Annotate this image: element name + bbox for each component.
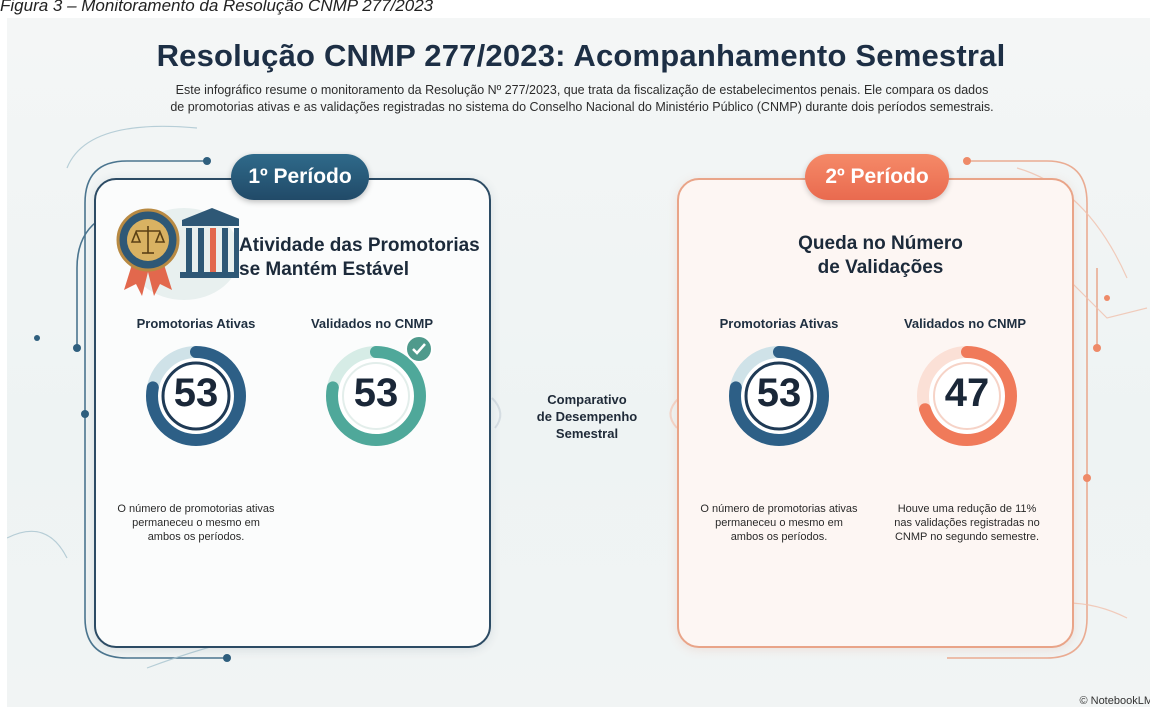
heading-line: se Mantém Estável — [239, 259, 410, 280]
watermark-text: NotebookLM — [1090, 695, 1150, 707]
watermark: © NotebookLM — [1079, 695, 1150, 707]
metric-label: Validados no CNMP — [903, 316, 1027, 331]
ring-fill — [326, 346, 426, 446]
metric-value: 47 — [944, 371, 990, 415]
period-2-heading: Queda no Número de Validações — [679, 232, 1072, 280]
heading-line: de Validações — [817, 257, 944, 278]
subtitle-line: Este infográfico resume o monitoramento … — [175, 83, 989, 97]
metric-label: Promotorias Ativas — [719, 316, 839, 331]
period-1-note: O número de promotorias ativas permanece… — [106, 502, 286, 544]
period-1-panel: 1º Período — [94, 154, 491, 648]
metric-value: 53 — [173, 371, 219, 415]
comparison-line: Comparativo — [547, 392, 627, 407]
infographic: Resolução CNMP 277/2023: Acompanhamento … — [7, 18, 1150, 707]
note-line: Houve uma redução de 11% — [897, 503, 1037, 515]
ring-gauge: 53 — [324, 335, 433, 453]
ring-gauge: 47 — [915, 344, 1019, 453]
subtitle: Este infográfico resume o monitoramento … — [147, 82, 1017, 116]
period-2-panel: 2º Período Queda no Número de Validações… — [677, 154, 1074, 648]
ring-fill — [917, 346, 1017, 446]
figure-caption: Figura 3 – Monitoramento da Resolução CN… — [0, 0, 434, 15]
note-line: ambos os períodos. — [730, 531, 828, 543]
check-icon — [405, 335, 433, 363]
ring-gauge: 53 — [144, 344, 248, 453]
ring-gauge: 53 — [727, 344, 831, 453]
comparison-line: de Desempenho — [536, 409, 638, 424]
metric-value: 53 — [756, 371, 802, 415]
heading-line: Atividade das Promotorias — [239, 235, 480, 256]
period-1-badge: 1º Período — [231, 154, 369, 200]
note-line: nas validações registradas no — [894, 517, 1040, 529]
note-line: O número de promotorias ativas — [700, 503, 858, 515]
note-line: ambos os períodos. — [147, 531, 245, 543]
justice-emblem — [116, 208, 239, 300]
metric-label: Validados no CNMP — [310, 316, 434, 331]
period-2-note: Houve uma redução de 11% nas validações … — [877, 502, 1057, 544]
comparison-line: Semestral — [555, 426, 619, 441]
courthouse-icon — [180, 208, 239, 278]
heading-line: Queda no Número — [798, 233, 963, 254]
metric-value: 53 — [353, 371, 399, 415]
note-line: permaneceu o mesmo em — [132, 517, 260, 529]
period-1-heading: Atividade das Promotorias se Mantém Está… — [239, 234, 480, 282]
ring-fill — [729, 346, 829, 446]
page-title: Resolução CNMP 277/2023: Acompanhamento … — [156, 38, 1006, 73]
subtitle-line: de promotorias ativas e as validações re… — [170, 100, 994, 114]
comparison-label: Comparativo de Desempenho Semestral — [527, 391, 647, 442]
period-2-note-left: O número de promotorias ativas permanece… — [689, 502, 869, 544]
period-2-badge: 2º Período — [805, 154, 949, 200]
metric-label: Promotorias Ativas — [136, 316, 256, 331]
ring-fill — [146, 346, 246, 446]
note-line: permaneceu o mesmo em — [715, 517, 843, 529]
note-line: O número de promotorias ativas — [117, 503, 275, 515]
note-line: CNMP no segundo semestre. — [894, 531, 1040, 543]
